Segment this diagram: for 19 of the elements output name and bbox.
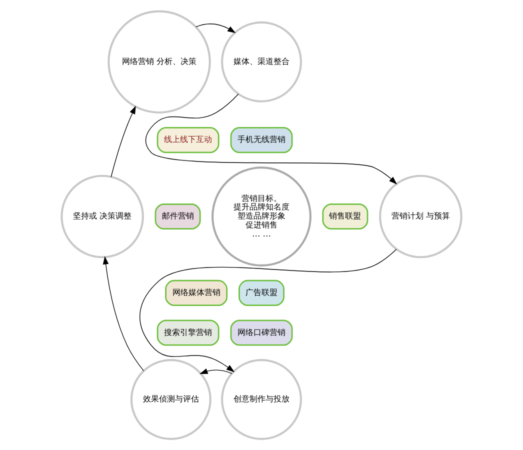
arrow [102,256,144,372]
node-circle: 坚持或 决策调整 [60,174,144,258]
node-box: 手机无线营销 [230,127,293,154]
node-box: 广告联盟 [238,280,284,306]
arrow [140,248,397,372]
node-circle: 媒体、渠道整合 [221,21,302,102]
arrow [110,106,136,178]
node-circle: 效果侦测与评估 [130,359,212,440]
node-box: 邮件营销 [154,203,201,230]
arrow [196,24,236,34]
node-box: 线上线下互动 [156,127,220,154]
node-box: 网络口碑营销 [230,320,293,346]
node-circle: 创意制作与投放 [221,359,302,440]
node-box: 搜索引擎营销 [156,320,220,346]
node-box: 销售联盟 [322,203,368,230]
node-circle: 营销目标。 提升品牌知名度 塑造品牌形象 促进销售 … … [212,166,312,266]
arrow [145,94,398,184]
node-box: 网络媒体营销 [165,280,228,306]
arrow [199,368,232,374]
